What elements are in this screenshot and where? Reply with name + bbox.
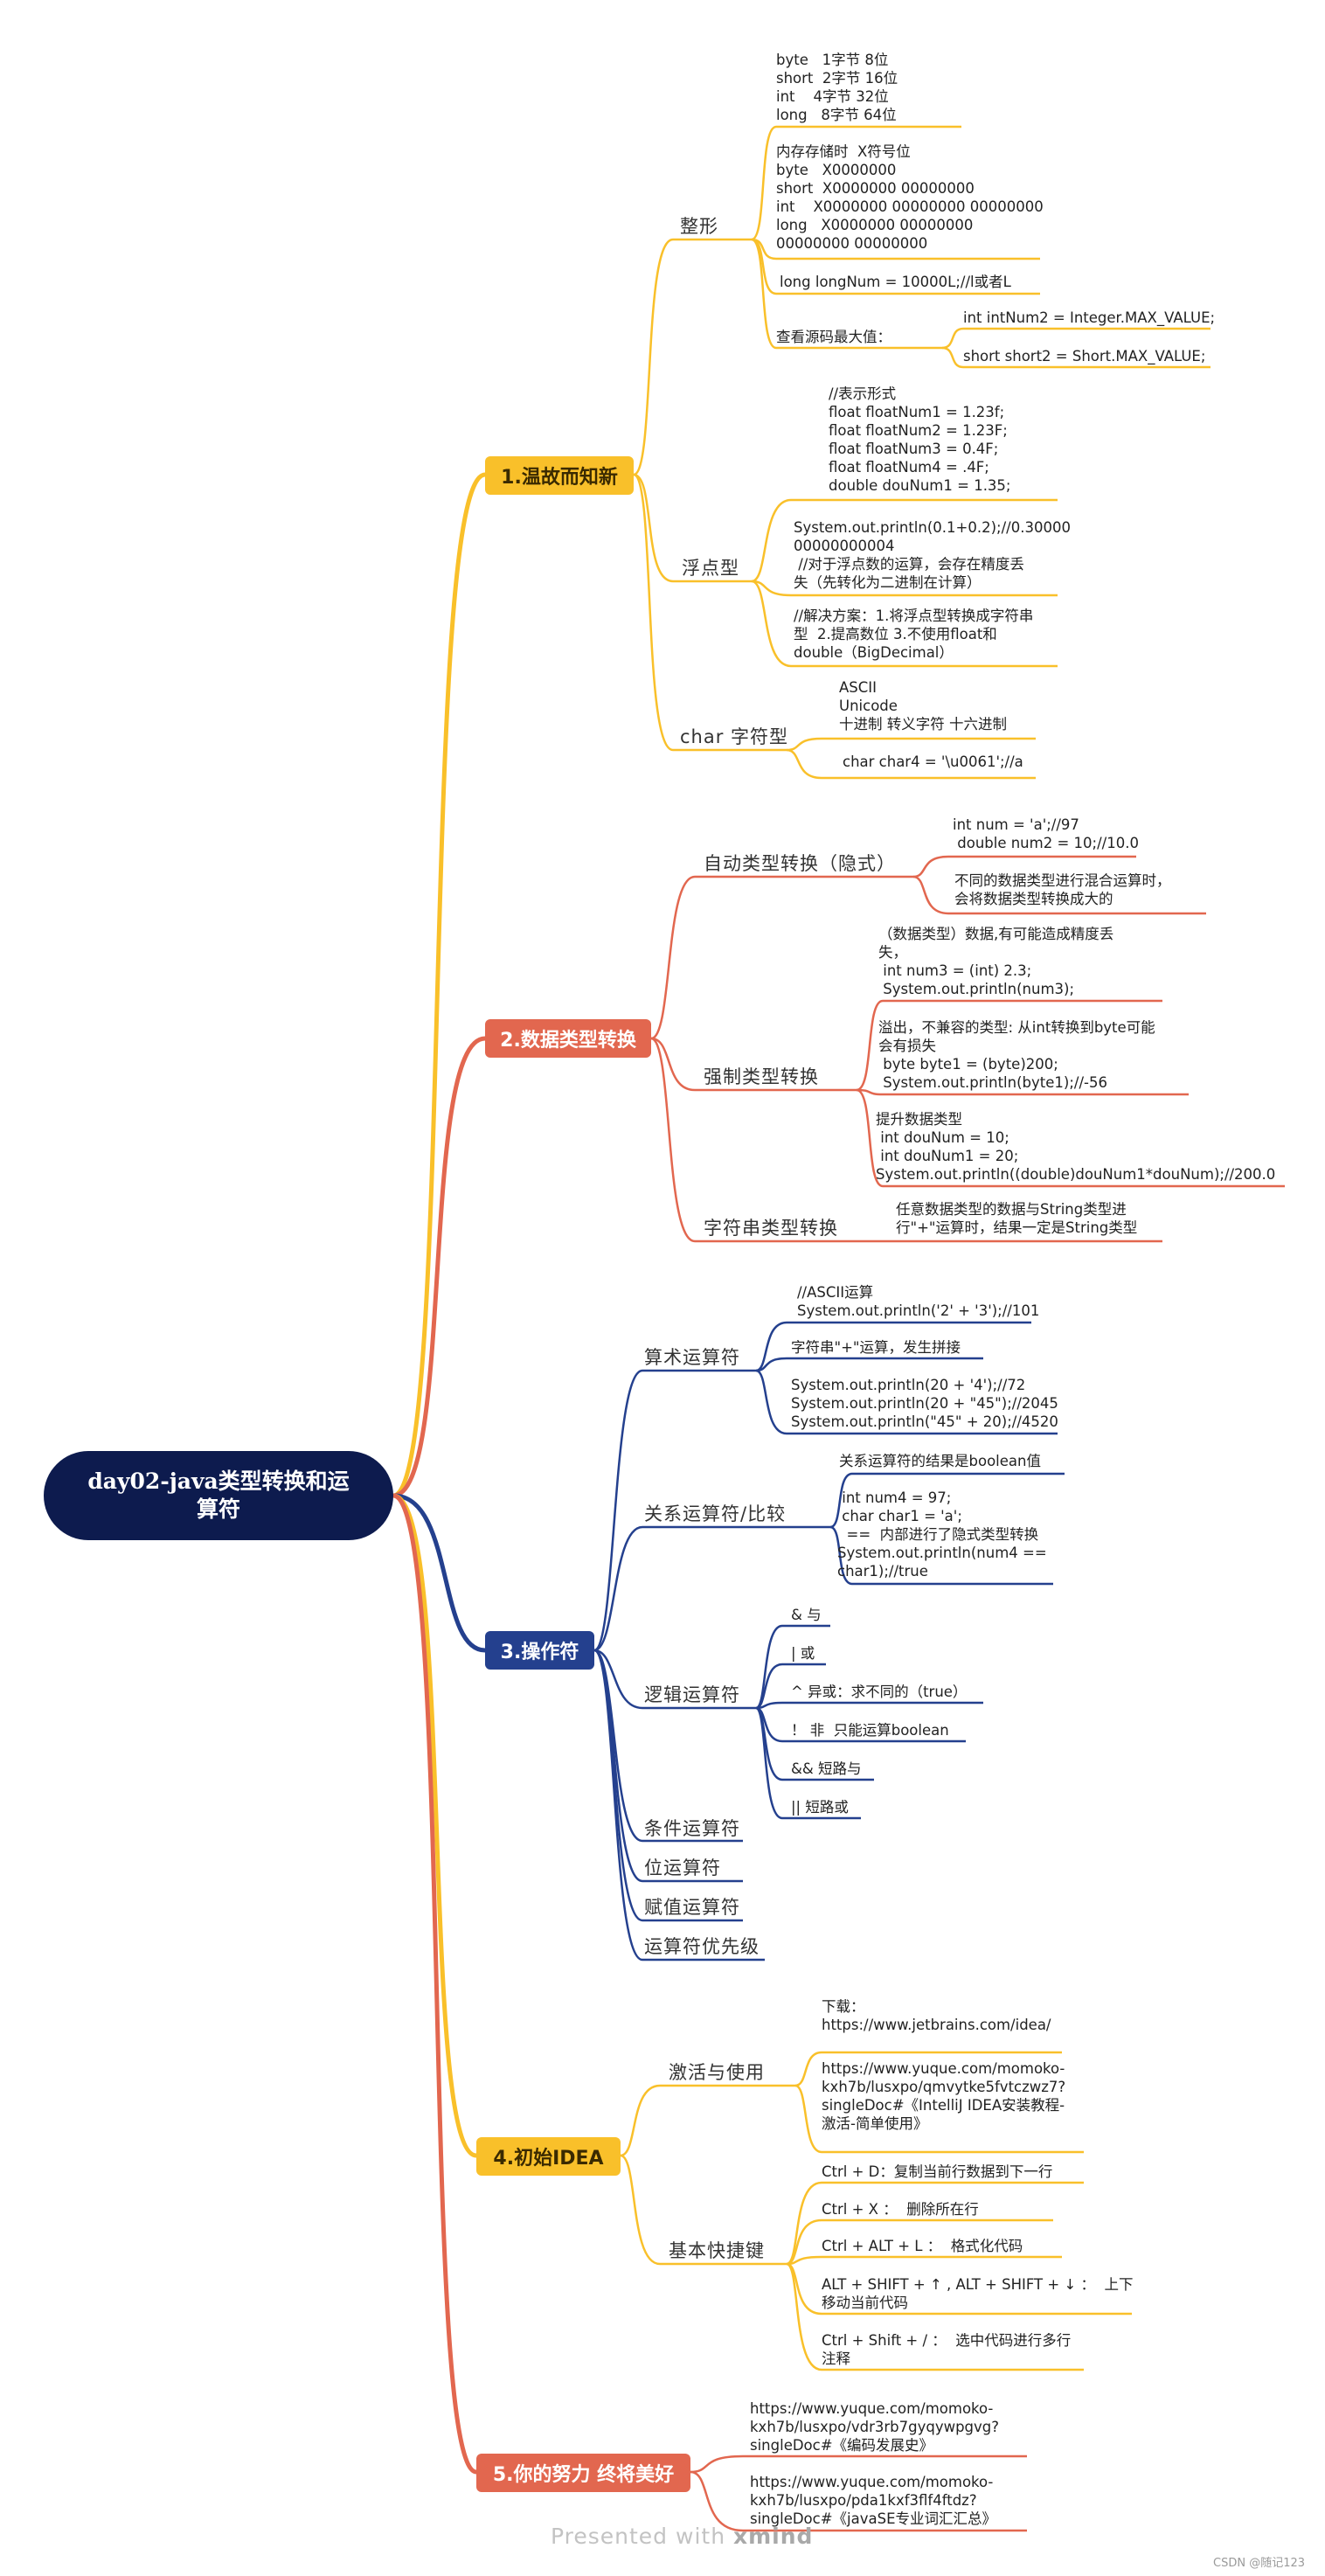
leaf-implicit-rule[interactable]: 不同的数据类型进行混合运算时， 会将数据类型转换成大的	[954, 872, 1171, 907]
leaf-logic-short-or[interactable]: || 短路或	[791, 1799, 849, 1816]
leaf-integer-memory[interactable]: 内存存储时 X符号位 byte X0000000 short X0000000 …	[776, 143, 1044, 252]
leaf-explicit-overflow[interactable]: 溢出，不兼容的类型: 从int转换到byte可能 会有损失 byte byte1…	[878, 1019, 1155, 1091]
topic-operator-precedence[interactable]: 运算符优先级	[644, 1936, 760, 1957]
branch-1-review[interactable]: 1.温故而知新	[485, 456, 634, 495]
topic-string-conversion[interactable]: 字符串类型转换	[704, 1218, 838, 1239]
topic-conditional-operator[interactable]: 条件运算符	[644, 1818, 740, 1839]
leaf-logic-and[interactable]: & 与	[791, 1607, 822, 1623]
leaf-ascii-arithmetic[interactable]: //ASCII运算 System.out.println('2' + '3');…	[797, 1284, 1040, 1319]
topic-arithmetic-operators[interactable]: 算术运算符	[644, 1347, 740, 1368]
topic-logical-operators[interactable]: 逻辑运算符	[644, 1684, 740, 1705]
leaf-float-forms[interactable]: //表示形式 float floatNum1 = 1.23f; float fl…	[829, 385, 1011, 494]
topic-implicit-conversion[interactable]: 自动类型转换（隐式）	[704, 853, 896, 874]
leaf-download-link[interactable]: 下载： https://www.jetbrains.com/idea/	[822, 1998, 1051, 2033]
leaf-long-literal[interactable]: long longNum = 10000L;//l或者L	[780, 274, 1011, 290]
leaf-string-concat[interactable]: 字符串"+"运算，发生拼接	[791, 1339, 961, 1356]
topic-shortcuts[interactable]: 基本快捷键	[669, 2240, 765, 2261]
topic-char-type[interactable]: char 字符型	[680, 726, 789, 747]
leaf-javase-glossary-link[interactable]: https://www.yuque.com/momoko- kxh7b/lusx…	[750, 2474, 997, 2527]
topic-integer-types[interactable]: 整形	[680, 216, 718, 237]
leaf-shortcut-delete[interactable]: Ctrl + X ： 删除所在行	[822, 2201, 979, 2218]
leaf-string-rule[interactable]: 任意数据类型的数据与String类型进 行"+"运算时，结果一定是String类…	[896, 1201, 1138, 1236]
leaf-char-encodings[interactable]: ASCII Unicode 十进制 转义字符 十六进制	[839, 679, 1007, 733]
topic-activation[interactable]: 激活与使用	[669, 2062, 765, 2083]
leaf-explicit-precision[interactable]: （数据类型）数据,有可能造成精度丢 失， int num3 = (int) 2.…	[878, 926, 1114, 997]
topic-relational-operators[interactable]: 关系运算符/比较	[644, 1503, 787, 1524]
branch-2-type-conversion[interactable]: 2.数据类型转换	[485, 1019, 651, 1058]
leaf-char-unicode[interactable]: char char4 = '\u0061';//a	[843, 753, 1023, 770]
leaf-logic-short-and[interactable]: && 短路与	[791, 1760, 862, 1777]
leaf-idea-tutorial-link[interactable]: https://www.yuque.com/momoko- kxh7b/lusx…	[822, 2060, 1066, 2132]
leaf-float-precision[interactable]: System.out.println(0.1+0.2);//0.30000 00…	[794, 519, 1071, 591]
leaf-logic-not[interactable]: ！ 非 只能运算boolean	[791, 1722, 949, 1739]
leaf-relational-boolean[interactable]: 关系运算符的结果是boolean值	[839, 1453, 1041, 1469]
leaf-shortcut-move[interactable]: ALT + SHIFT + ↑ , ALT + SHIFT + ↓ ： 上下 移…	[822, 2276, 1134, 2311]
branch-3-operators[interactable]: 3.操作符	[485, 1631, 594, 1670]
leaf-implicit-example[interactable]: int num = 'a';//97 double num2 = 10;//10…	[953, 816, 1139, 851]
leaf-logic-xor[interactable]: ^ 异或：求不同的（true）	[791, 1684, 968, 1700]
topic-float-types[interactable]: 浮点型	[682, 558, 739, 579]
xmind-watermark: Presented with xmind	[551, 2524, 813, 2549]
leaf-logic-or[interactable]: | 或	[791, 1645, 815, 1662]
leaf-shortcut-comment[interactable]: Ctrl + Shift + / ： 选中代码进行多行 注释	[822, 2332, 1072, 2367]
watermark-brand: xmind	[732, 2524, 814, 2549]
csdn-watermark: CSDN @随记123	[1213, 2557, 1306, 2570]
branch-4-idea[interactable]: 4.初始IDEA	[476, 2137, 621, 2176]
topic-explicit-conversion[interactable]: 强制类型转换	[704, 1066, 819, 1087]
leaf-shortcut-format[interactable]: Ctrl + ALT + L ： 格式化代码	[822, 2238, 1023, 2254]
leaf-shortcut-duplicate[interactable]: Ctrl + D：复制当前行数据到下一行	[822, 2163, 1053, 2180]
leaf-integer-sizes[interactable]: byte 1字节 8位 short 2字节 16位 int 4字节 32位 lo…	[776, 52, 898, 123]
branch-5-motivation[interactable]: 5.你的努力 终将美好	[476, 2454, 690, 2492]
watermark-presented: Presented with	[551, 2524, 733, 2549]
root-topic[interactable]: day02-java类型转换和运算符	[44, 1451, 393, 1540]
leaf-encoding-history-link[interactable]: https://www.yuque.com/momoko- kxh7b/lusx…	[750, 2400, 1000, 2454]
leaf-source-max[interactable]: 查看源码最大值：	[776, 329, 891, 345]
leaf-explicit-promotion[interactable]: 提升数据类型 int douNum = 10; int douNum1 = 20…	[876, 1111, 1276, 1183]
leaf-concat-examples[interactable]: System.out.println(20 + '4');//72 System…	[791, 1377, 1058, 1430]
topic-bitwise-operators[interactable]: 位运算符	[644, 1857, 721, 1878]
leaf-short-max[interactable]: short short2 = Short.MAX_VALUE;	[963, 348, 1206, 365]
leaf-relational-example[interactable]: int num4 = 97; char char1 = 'a'; == 内部进行…	[837, 1489, 1047, 1580]
topic-assignment-operators[interactable]: 赋值运算符	[644, 1897, 740, 1918]
leaf-integer-max[interactable]: int intNum2 = Integer.MAX_VALUE;	[963, 309, 1216, 326]
leaf-float-solution[interactable]: //解决方案：1.将浮点型转换成字符串 型 2.提高数位 3.不使用float和…	[794, 608, 1034, 661]
